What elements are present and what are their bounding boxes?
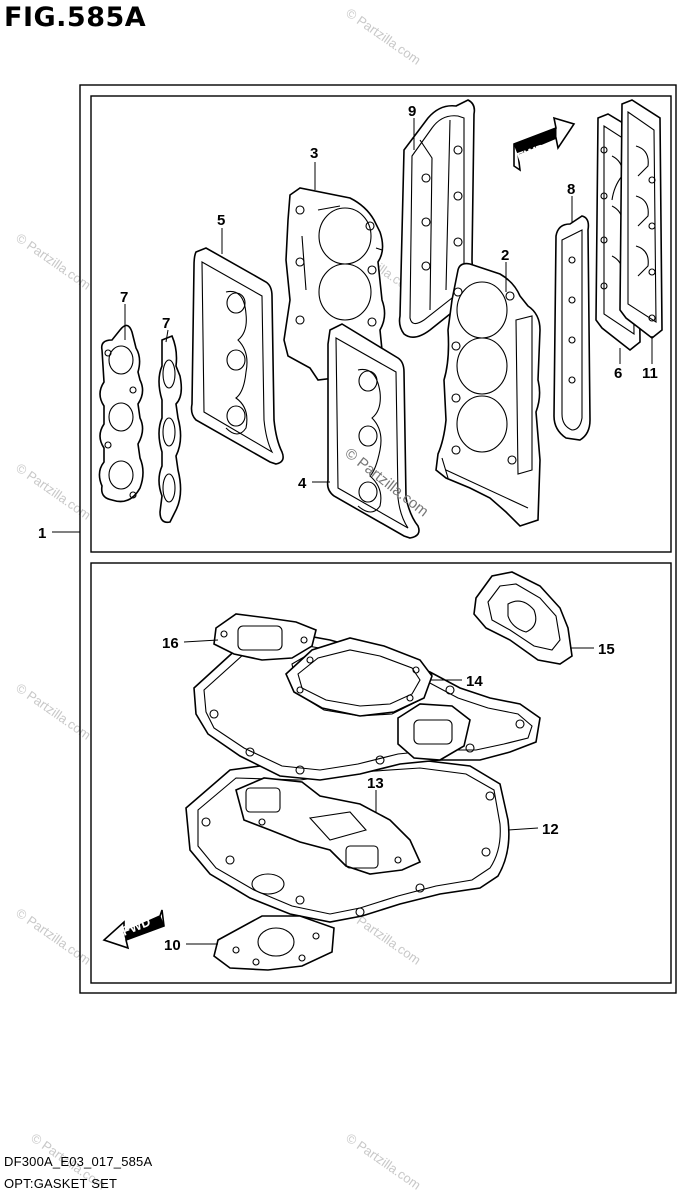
part-11-exhaust-cover-gasket[interactable] — [619, 99, 663, 340]
callout-14: 14 — [466, 673, 483, 690]
watermark: © Partzilla.com — [13, 905, 93, 968]
watermark: © Partzilla.com — [343, 5, 423, 68]
watermark: © Partzilla.com — [13, 230, 93, 293]
water-jacket-cover — [397, 703, 471, 761]
fwd-arrow-upper: FWD — [513, 116, 576, 172]
watermark: © Partzilla.com — [13, 680, 93, 743]
callout-11: 11 — [642, 365, 658, 382]
part-14-inner-plate[interactable] — [285, 637, 433, 717]
part-15-gasket[interactable] — [473, 571, 573, 665]
lower-group-frame — [90, 562, 672, 984]
callout-1: 1 — [38, 525, 46, 542]
gasket-set-frame — [79, 84, 677, 994]
callout-9: 9 — [408, 103, 416, 120]
callout-5: 5 — [217, 212, 225, 229]
callout-16: 16 — [162, 635, 179, 652]
callout-7-b: 7 — [162, 315, 170, 332]
kit-name: OPT:GASKET SET — [4, 1176, 118, 1191]
part-7-exhaust-gasket[interactable] — [98, 324, 144, 503]
model-code: DF300A_E03_017_585A — [4, 1154, 153, 1169]
watermark: © Partzilla.com — [343, 1130, 423, 1193]
callout-4: 4 — [298, 475, 307, 492]
watermark: © Partzilla.com — [13, 460, 93, 523]
callout-13: 13 — [367, 775, 384, 792]
watermark-layer: © Partzilla.com © Partzilla.com © Partzi… — [13, 5, 423, 1193]
part-16-gasket[interactable] — [213, 613, 317, 661]
part-10-gasket[interactable] — [213, 915, 335, 971]
part-4-cylinder-head-cover-gasket[interactable] — [326, 323, 420, 539]
callout-7-a: 7 — [120, 289, 128, 306]
upper-group-frame — [90, 95, 672, 553]
callout-labels: 1 7 7 5 3 4 9 2 8 6 11 16 15 14 13 12 10 — [38, 103, 658, 954]
callout-3: 3 — [310, 145, 318, 162]
callout-10: 10 — [164, 937, 181, 954]
leader-lines — [52, 118, 653, 945]
figure-title: FIG.585A — [4, 2, 147, 33]
part-5-cylinder-head-cover-gasket[interactable] — [190, 247, 284, 465]
fwd-arrow-lower: FWD — [102, 909, 165, 950]
part-7-exhaust-gasket-thin[interactable] — [158, 334, 183, 524]
part-13-water-passage-gasket[interactable] — [235, 777, 422, 875]
part-8-gasket[interactable] — [553, 215, 591, 441]
callout-2: 2 — [501, 247, 509, 264]
part-2-cylinder-head-gasket[interactable] — [435, 262, 541, 527]
callout-15: 15 — [598, 641, 615, 658]
callout-6: 6 — [614, 365, 622, 382]
callout-8: 8 — [567, 181, 575, 198]
callout-12: 12 — [542, 821, 559, 838]
